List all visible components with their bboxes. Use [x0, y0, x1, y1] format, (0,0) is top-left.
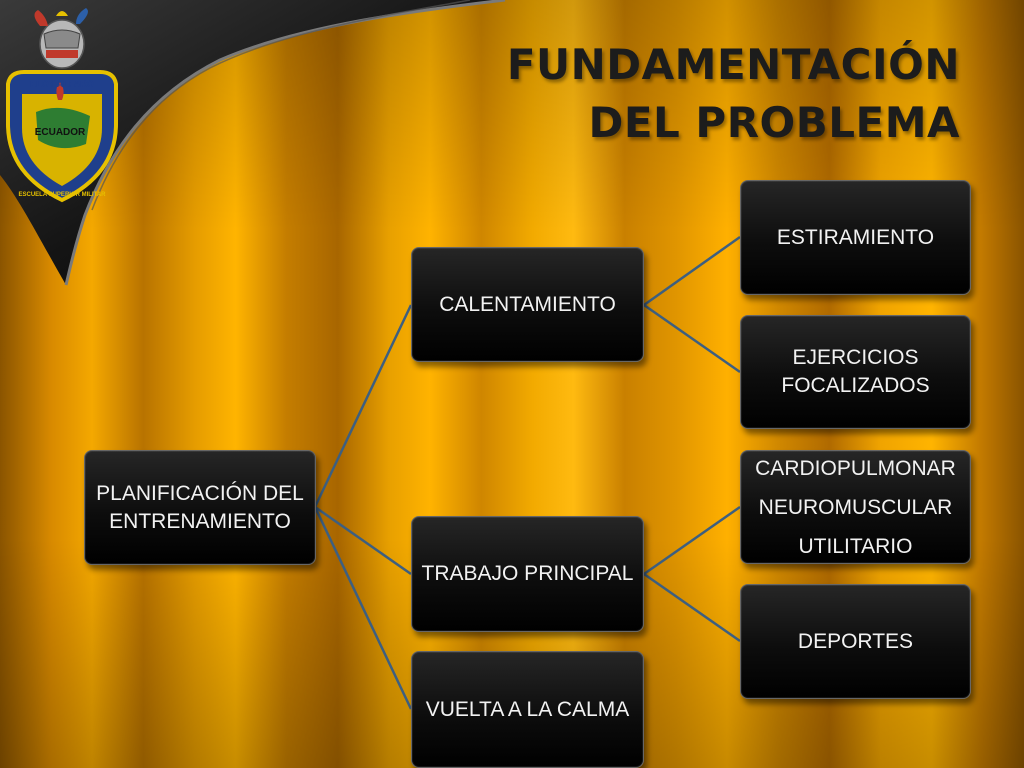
- emblem-ring-text: ESCUELA SUPERIOR MILITAR: [18, 192, 106, 198]
- decorative-swoosh: [0, 0, 506, 286]
- node-deportes: DEPORTES: [740, 584, 971, 699]
- connector-root-trabajo: [314, 505, 412, 576]
- emblem-top-text: ELOY ALFARO: [30, 79, 94, 89]
- title-line-2: DEL PROBLEMA: [588, 98, 960, 147]
- node-trabajo-principal: TRABAJO PRINCIPAL: [411, 516, 644, 632]
- node-vuelta-a-la-calma-label: VUELTA A LA CALMA: [425, 697, 630, 721]
- node-cardiopulmonar-label: CARDIOPULMONAR: [755, 456, 956, 480]
- node-estiramiento: ESTIRAMIENTO: [740, 180, 971, 295]
- node-calentamiento: CALENTAMIENTO: [411, 247, 644, 362]
- emblem-shield-text: ECUADOR: [35, 127, 86, 138]
- node-planificacion-label: PLANIFICACIÓN DEL ENTRENAMIENTO: [96, 481, 304, 533]
- slide-title: FUNDAMENTACIÓN DEL PROBLEMA: [507, 36, 960, 152]
- node-deportes-label: DEPORTES: [797, 629, 914, 653]
- connector-calentamiento-estiramiento: [643, 235, 741, 307]
- node-planificacion: PLANIFICACIÓN DEL ENTRENAMIENTO: [84, 450, 316, 565]
- node-estiramiento-label: ESTIRAMIENTO: [776, 225, 935, 249]
- connector-trabajo-cardio: [643, 505, 741, 576]
- military-school-emblem: ELOY ALFARO ECUADOR ESCUELA SUPERIOR MIL…: [6, 8, 118, 203]
- node-calentamiento-label: CALENTAMIENTO: [439, 292, 616, 316]
- node-cardio-neuro-utilitario: CARDIOPULMONAR NEUROMUSCULAR UTILITARIO: [740, 450, 971, 564]
- node-neuromuscular-label: NEUROMUSCULAR: [758, 495, 953, 519]
- helmet-crest-icon: [34, 8, 88, 69]
- connector-calentamiento-ejercicios: [643, 303, 741, 374]
- connector-trabajo-deportes: [643, 572, 741, 643]
- connector-root-vuelta: [313, 506, 413, 710]
- connector-root-calentamiento: [313, 304, 413, 508]
- node-vuelta-a-la-calma: VUELTA A LA CALMA: [411, 651, 644, 768]
- node-ejercicios-focalizados-label: EJERCICIOS FOCALIZADOS: [781, 346, 930, 397]
- node-utilitario-label: UTILITARIO: [798, 534, 913, 558]
- shield-icon: [6, 70, 118, 203]
- node-trabajo-principal-label: TRABAJO PRINCIPAL: [421, 562, 634, 585]
- node-ejercicios-focalizados: EJERCICIOS FOCALIZADOS: [740, 315, 971, 429]
- title-line-1: FUNDAMENTACIÓN: [506, 40, 960, 89]
